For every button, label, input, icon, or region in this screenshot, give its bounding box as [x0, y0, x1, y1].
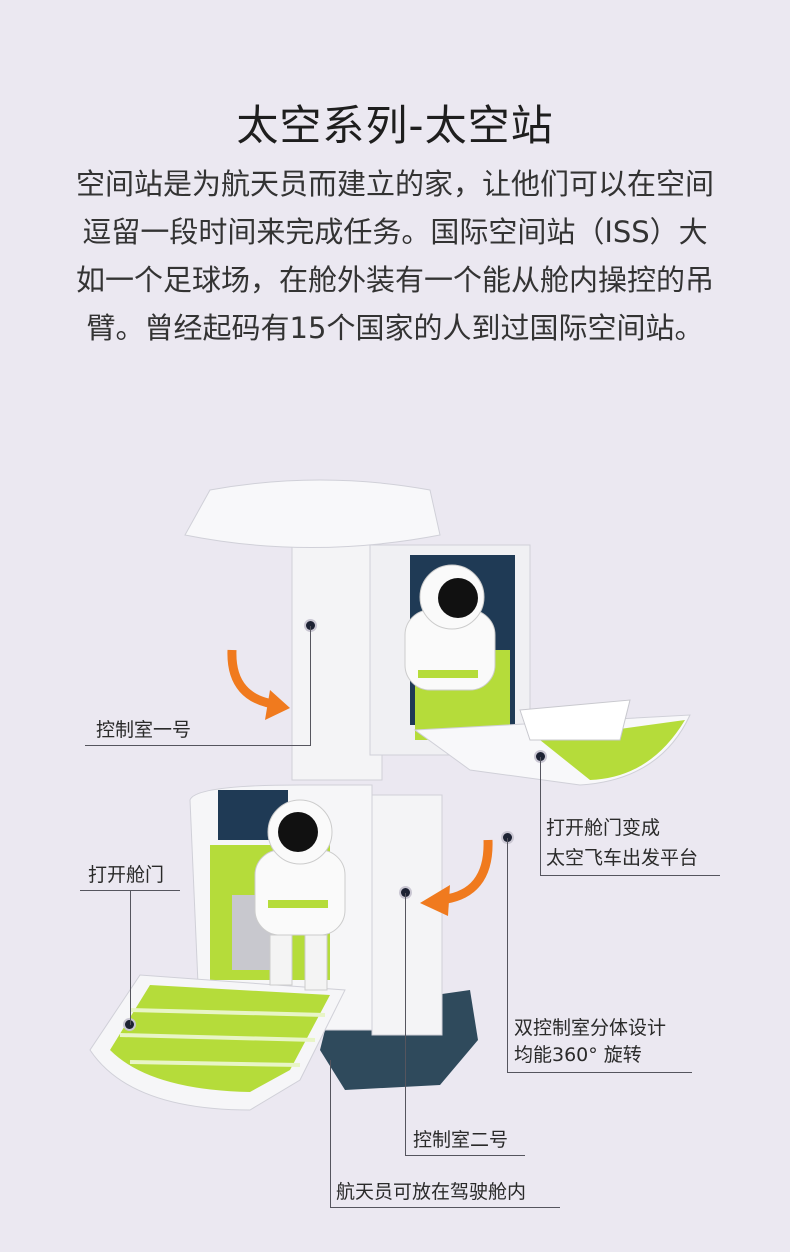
- callout-dot: [125, 1020, 134, 1029]
- callout-line: [540, 757, 541, 875]
- rotate-arrow-icon: [439, 839, 493, 905]
- callout-dot: [503, 833, 512, 842]
- label-hatch-platform-1: 打开舱门变成: [546, 817, 661, 839]
- callout-line: [405, 893, 406, 1155]
- callout-line: [507, 838, 508, 1073]
- label-hatch-platform-2: 太空飞车出发平台: [546, 847, 699, 869]
- label-dual-rooms-1: 双控制室分体设计: [514, 1017, 667, 1039]
- callout-line: [130, 890, 131, 1025]
- label-control-room-1: 控制室一号: [96, 719, 192, 741]
- astronaut-upper: [404, 564, 496, 691]
- description: 空间站是为航天员而建立的家，让他们可以在空间逗留一段时间来完成任务。国际空间站（…: [75, 167, 714, 345]
- callout-underline: [405, 1155, 525, 1156]
- callout-underline: [540, 875, 720, 876]
- callout-line: [310, 626, 311, 746]
- label-control-room-2: 控制室二号: [413, 1129, 509, 1151]
- callout-dot: [536, 752, 545, 761]
- page-title: 太空系列-太空站: [236, 101, 554, 150]
- astronaut-lower: [254, 799, 346, 991]
- callout-line: [330, 1060, 331, 1207]
- callout-underline: [507, 1072, 692, 1073]
- callout-underline: [85, 745, 311, 746]
- label-open-hatch: 打开舱门: [88, 864, 165, 886]
- callout-underline: [80, 890, 180, 891]
- label-dual-rooms-2: 均能360° 旋转: [514, 1044, 642, 1066]
- callout-dot: [306, 621, 315, 630]
- callout-underline: [330, 1207, 560, 1208]
- label-astronaut-cockpit: 航天员可放在驾驶舱内: [336, 1181, 527, 1203]
- callout-dot: [401, 888, 410, 897]
